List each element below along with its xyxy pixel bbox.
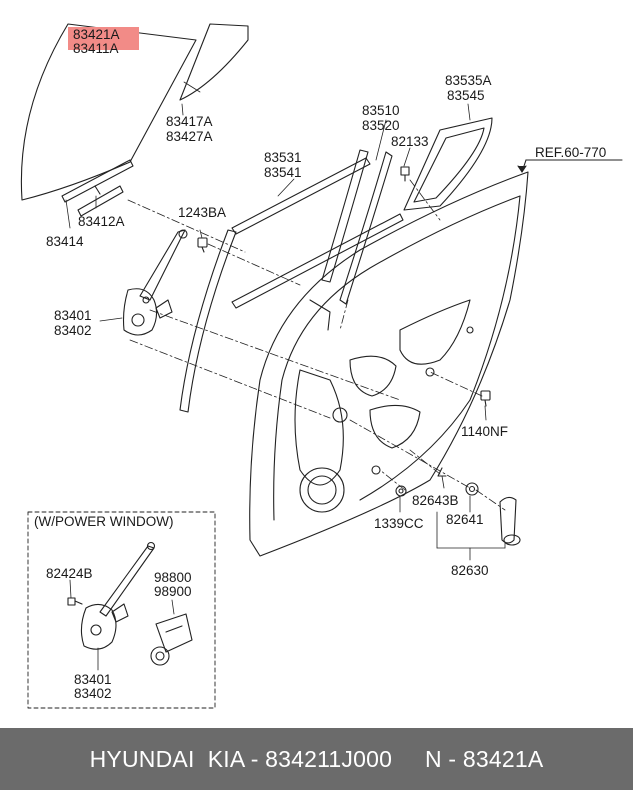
glass-channel-83412a <box>77 185 124 217</box>
part-labels: 83421A 83411A 83417A 83427A 83414 83412A… <box>34 27 606 701</box>
door-panel <box>249 171 529 557</box>
label-1140nf: 1140NF <box>461 424 508 439</box>
label-83545: 83545 <box>447 88 485 103</box>
label-82630: 82630 <box>451 563 489 578</box>
sash-channel-83520 <box>339 151 393 305</box>
nut-1339cc <box>395 485 407 497</box>
window-motor <box>150 613 193 666</box>
label-83510: 83510 <box>362 103 400 118</box>
label-83520: 83520 <box>362 118 400 133</box>
part-number-footer: HYUNDAI KIA - 834211J000 N - 83421A <box>0 728 633 790</box>
quarter-glass <box>179 23 249 101</box>
label-83541: 83541 <box>264 165 302 180</box>
bolt-82424b <box>67 597 83 606</box>
label-83417a: 83417A <box>166 114 213 129</box>
label-83411a: 83411A <box>73 41 119 56</box>
parts-diagram: 83421A 83411A 83417A 83427A 83414 83412A… <box>20 23 623 709</box>
label-98800: 98800 <box>154 570 192 585</box>
sash-channel-83510 <box>321 149 369 283</box>
label-1339cc: 1339CC <box>374 516 424 531</box>
label-ref: REF.60-770 <box>535 145 606 160</box>
label-98900: 98900 <box>154 584 192 599</box>
glass-channel-83414 <box>61 159 134 203</box>
label-83401: 83401 <box>54 308 92 323</box>
label-83531: 83531 <box>264 150 302 165</box>
label-83401-power: 83401 <box>74 672 112 687</box>
washer-82641 <box>465 482 479 496</box>
window-handle-82630 <box>499 496 521 546</box>
label-82133: 82133 <box>391 134 429 149</box>
power-window-box-title: (W/POWER WINDOW) <box>34 514 173 529</box>
clip-82643b <box>437 467 447 477</box>
label-82424b: 82424B <box>46 566 93 581</box>
label-83402: 83402 <box>54 323 92 338</box>
power-window-box <box>27 511 216 709</box>
label-83535a: 83535A <box>445 73 492 88</box>
beltline-outer-strip <box>231 213 404 309</box>
label-83402-power: 83402 <box>74 686 112 701</box>
label-83427a: 83427A <box>166 129 213 144</box>
label-1243ba: 1243BA <box>178 205 226 220</box>
label-82641: 82641 <box>446 512 484 527</box>
label-83421a: 83421A <box>73 27 120 42</box>
screw-82133 <box>400 166 410 182</box>
window-regulator-manual <box>122 229 188 336</box>
bolt-1243ba <box>197 237 208 253</box>
bolt-1140nf <box>480 390 491 407</box>
label-83414: 83414 <box>46 234 84 249</box>
run-channel-83531 <box>179 229 237 413</box>
label-82643b: 82643B <box>412 493 459 508</box>
quarter-frame-83535a <box>403 117 493 211</box>
part-highlight <box>68 27 139 50</box>
footer-text: HYUNDAI KIA - 834211J000 N - 83421A <box>89 745 544 772</box>
beltline-strip-83531 <box>231 157 371 235</box>
label-83412a: 83412A <box>78 214 125 229</box>
window-regulator-power <box>80 541 156 650</box>
